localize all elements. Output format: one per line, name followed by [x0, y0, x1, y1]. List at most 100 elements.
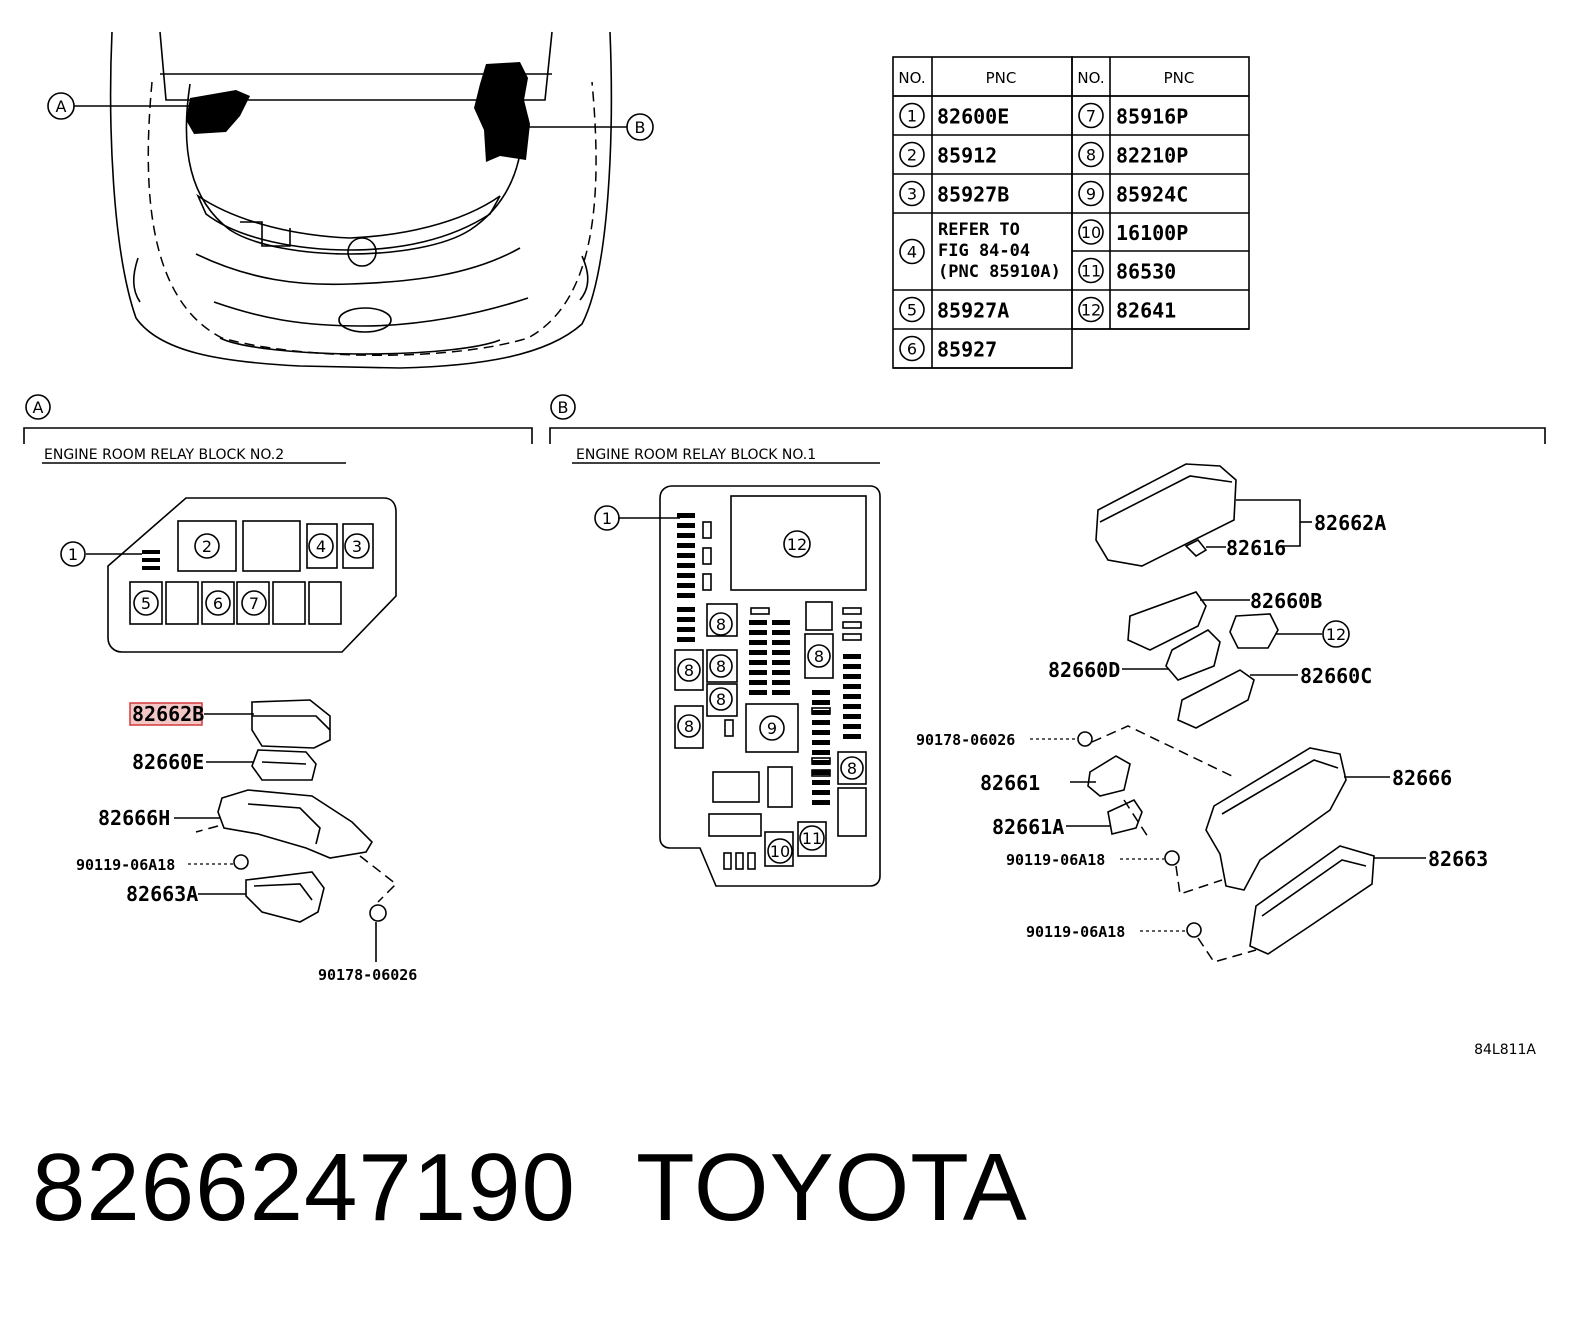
fuse-slot [677, 627, 695, 632]
section-a-marker [25, 394, 51, 420]
block-a-callout-1 [60, 541, 86, 567]
bolt-90119 [233, 854, 249, 870]
part-label-82616[interactable]: 82616 [1226, 536, 1286, 560]
bolt-90119-b2 [1186, 922, 1202, 938]
fuse-slot [812, 800, 830, 805]
block-b-callout-8-4-label: 8 [684, 717, 694, 736]
fuse-slot [843, 714, 861, 719]
table-no-12-label: 12 [1081, 301, 1101, 320]
block-b-callout-8-3-label: 8 [716, 690, 726, 709]
part-label-82666h[interactable]: 82666H [98, 806, 170, 830]
table-no-11 [1078, 257, 1104, 284]
fuse-slot [677, 553, 695, 558]
table-pnc-82210P: 82210P [1116, 144, 1188, 168]
part-label-82663[interactable]: 82663 [1428, 847, 1488, 871]
part-label-82666[interactable]: 82666 [1392, 766, 1452, 790]
fuse-slot [749, 630, 767, 635]
table-no-7 [1078, 102, 1104, 129]
fuse-slot [812, 700, 830, 705]
fuse-slot [772, 670, 790, 675]
section-a-title: ENGINE ROOM RELAY BLOCK NO.2 [44, 447, 284, 463]
part-label-82662b[interactable]: 82662B [132, 702, 204, 726]
callout-a [47, 92, 75, 120]
fuse-slot [749, 690, 767, 695]
block-b-callout-1 [594, 505, 620, 531]
relay-block-housing-82666h [217, 789, 374, 859]
fuse-slot [772, 620, 790, 625]
block-b-callout-11-label: 11 [802, 829, 822, 848]
section-b-marker-label: B [558, 398, 569, 417]
relay-block-a-location [186, 90, 250, 134]
table-no-8 [1078, 141, 1104, 168]
block-a-callout-4-label: 4 [316, 537, 326, 556]
part-label-82663a[interactable]: 82663A [126, 882, 198, 906]
block-b-callout-8-0 [709, 612, 733, 636]
block-a-callout-5-label: 5 [141, 594, 151, 613]
relay-12 [1229, 613, 1279, 649]
part-label-90178-06026-a[interactable]: 90178-06026 [318, 966, 417, 984]
callout-b-label: B [635, 118, 646, 137]
table-no-12 [1078, 296, 1104, 323]
block-b-callout-8-5-label: 8 [814, 647, 824, 666]
block-b-callout-9-label: 9 [767, 719, 777, 738]
part-label-82660c[interactable]: 82660C [1300, 664, 1372, 688]
block-a-callout-5 [133, 590, 159, 616]
fuse-slot [812, 790, 830, 795]
fuse-slot [812, 760, 830, 765]
table-header: NO. [898, 69, 925, 87]
block-a-callout-6 [205, 590, 231, 616]
fuse-slot [812, 780, 830, 785]
table-pnc-85916P: 85916P [1116, 105, 1188, 129]
block-b-callout-1-label: 1 [602, 509, 612, 528]
fuse-slot [812, 740, 830, 745]
relay-block-no2 [107, 497, 397, 653]
table-pnc-85912: 85912 [937, 144, 997, 168]
part-label-82661[interactable]: 82661 [980, 771, 1040, 795]
block-a-callout-1-label: 1 [68, 545, 78, 564]
part-label-82660e[interactable]: 82660E [132, 750, 204, 774]
fuse-slot [772, 680, 790, 685]
table-pnc-86530: 86530 [1116, 260, 1176, 284]
part-label-90119-06a18-b2[interactable]: 90119-06A18 [1026, 923, 1125, 941]
block-b-callout-8-0-label: 8 [716, 615, 726, 634]
part-label-82662a[interactable]: 82662A [1314, 511, 1386, 535]
part-label-90119-06a18[interactable]: 90119-06A18 [76, 856, 175, 874]
section-b-title: ENGINE ROOM RELAY BLOCK NO.1 [576, 447, 816, 463]
fuse-slot [749, 670, 767, 675]
part-label-12: 12 [1326, 625, 1346, 644]
block-b-callout-9 [759, 715, 785, 741]
block-82660d [1165, 629, 1221, 681]
table-pnc-85927A: 85927A [937, 299, 1009, 323]
table-pnc-82641: 82641 [1116, 299, 1176, 323]
part-label-82661a[interactable]: 82661A [992, 815, 1064, 839]
block-a-callout-2-label: 2 [202, 537, 212, 556]
fuse-slot [843, 684, 861, 689]
table-no-10-label: 10 [1081, 223, 1101, 242]
part-label-90178-06026-b[interactable]: 90178-06026 [916, 731, 1015, 749]
vehicle-front-view: A B [47, 31, 654, 369]
block-b-callout-12 [783, 530, 811, 558]
fuse-slot [772, 660, 790, 665]
table-header: PNC [1164, 69, 1195, 87]
section-b-marker [550, 394, 576, 420]
fuse-slot [677, 583, 695, 588]
fuse-slot [677, 563, 695, 568]
block-a-callout-3-label: 3 [352, 537, 362, 556]
table-no-1-label: 1 [907, 107, 917, 126]
table-no-2-label: 2 [907, 146, 917, 165]
part-label-82660b[interactable]: 82660B [1250, 589, 1322, 613]
relay-block-cover-82662b [251, 699, 331, 749]
nut-90178-b [1077, 731, 1093, 747]
table-header: NO. [1077, 69, 1104, 87]
block-b-callout-10 [767, 838, 793, 864]
table-no-11-label: 11 [1081, 262, 1101, 281]
part-label-90119-06a18-b1[interactable]: 90119-06A18 [1006, 851, 1105, 869]
bolt-90119-b1 [1164, 850, 1180, 866]
fuse-slot [772, 640, 790, 645]
block-b-callout-11 [799, 825, 825, 851]
table-header: PNC [986, 69, 1017, 87]
part-label-82660d[interactable]: 82660D [1048, 658, 1120, 682]
fuse-slot [677, 593, 695, 598]
